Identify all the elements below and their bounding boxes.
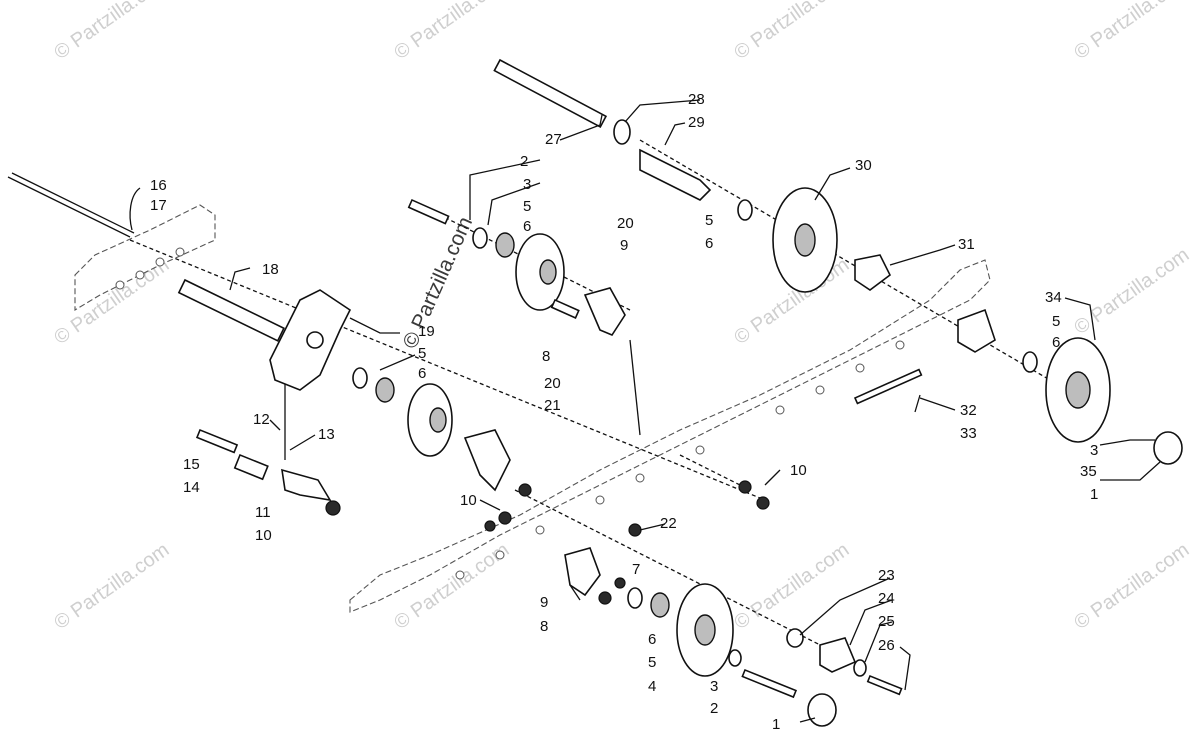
watermark: © Partzilla.com: [1070, 539, 1193, 634]
callout-17: 17: [150, 197, 167, 214]
callout-6: 6: [648, 631, 656, 648]
callout-6: 6: [418, 365, 426, 382]
callout-5: 5: [418, 345, 426, 362]
watermark: © Partzilla.com: [730, 539, 853, 634]
watermark: © Partzilla.com: [50, 0, 173, 64]
watermark: © Partzilla.com: [50, 539, 173, 634]
callout-23: 23: [878, 567, 895, 584]
shafts: [7, 58, 1051, 651]
callout-31: 31: [958, 236, 975, 253]
callout-19: 19: [418, 323, 435, 340]
callout-14: 14: [183, 479, 200, 496]
callout-1: 1: [772, 716, 780, 733]
callout-25: 25: [878, 613, 895, 630]
callout-5: 5: [1052, 313, 1060, 330]
callout-29: 29: [688, 114, 705, 131]
callout-27: 27: [545, 131, 562, 148]
callout-3: 3: [523, 176, 531, 193]
callout-3: 3: [1090, 442, 1098, 459]
callout-33: 33: [960, 425, 977, 442]
callout-5: 5: [648, 654, 656, 671]
callout-6: 6: [705, 235, 713, 252]
callouts: 16 17 18 19 5 6 2 3 5 6 20 9 8 20 21 28 …: [150, 91, 1098, 733]
callout-8: 8: [542, 348, 550, 365]
callout-8: 8: [540, 618, 548, 635]
callout-16: 16: [150, 177, 167, 194]
callout-6: 6: [523, 218, 531, 235]
callout-15: 15: [183, 456, 200, 473]
callout-2: 2: [520, 153, 528, 170]
callout-2: 2: [710, 700, 718, 717]
callout-6: 6: [1052, 334, 1060, 351]
watermark-center: © Partzilla.com: [399, 213, 478, 352]
callout-10: 10: [255, 527, 272, 544]
callout-30: 30: [855, 157, 872, 174]
watermark: © Partzilla.com: [1070, 244, 1193, 339]
callout-13: 13: [318, 426, 335, 443]
callout-5: 5: [523, 198, 531, 215]
callout-10: 10: [790, 462, 807, 479]
callout-34: 34: [1045, 289, 1062, 306]
callout-18: 18: [262, 261, 279, 278]
callout-28: 28: [688, 91, 705, 108]
callout-21: 21: [544, 397, 561, 414]
callout-32: 32: [960, 402, 977, 419]
callout-3: 3: [710, 678, 718, 695]
leader-lines: [129, 99, 1161, 723]
watermark: © Partzilla.com: [390, 0, 513, 64]
callout-9: 9: [620, 237, 628, 254]
callout-4: 4: [648, 678, 656, 695]
callout-12: 12: [253, 411, 270, 428]
callout-22: 22: [660, 515, 677, 532]
callout-7: 7: [632, 561, 640, 578]
watermark: © Partzilla.com: [730, 0, 853, 64]
callout-20: 20: [617, 215, 634, 232]
callout-24: 24: [878, 590, 895, 607]
callout-26: 26: [878, 637, 895, 654]
callout-11: 11: [255, 504, 271, 521]
callout-1: 1: [1090, 486, 1098, 503]
callout-35: 35: [1080, 463, 1097, 480]
parts: [195, 119, 1183, 727]
callout-10: 10: [460, 492, 477, 509]
watermark: © Partzilla.com: [1070, 0, 1193, 64]
callout-20: 20: [544, 375, 561, 392]
slide-rails: [74, 204, 991, 613]
callout-5: 5: [705, 212, 713, 229]
callout-9: 9: [540, 594, 548, 611]
